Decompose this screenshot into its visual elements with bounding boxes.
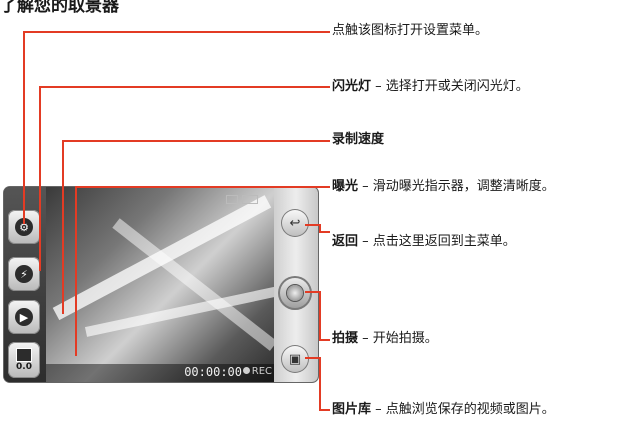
gallery-icon: ▣ [288, 351, 302, 367]
flash-button[interactable]: ⚡ [8, 257, 40, 291]
callout-back: 返回 – 点击这里返回到主菜单。 [332, 234, 516, 249]
callout-recording-speed: 录制速度 [332, 132, 385, 147]
record-icon [287, 285, 303, 301]
right-toolbar: ↩ ▣ [274, 187, 318, 382]
flash-icon: ⚡ [15, 265, 33, 283]
exposure-button[interactable]: 0.0 [8, 342, 40, 378]
back-button[interactable]: ↩ [281, 209, 309, 237]
recording-speed-button[interactable]: ▶ [8, 300, 40, 334]
gallery-button[interactable]: ▣ [281, 345, 309, 373]
back-arrow-icon: ↩ [289, 215, 301, 231]
camera-preview [46, 187, 303, 382]
recording-status-bar: 00:00:00 REC [46, 364, 276, 382]
callout-flash: 闪光灯 – 选择打开或关闭闪光灯。 [332, 79, 529, 94]
exposure-icon [16, 348, 32, 362]
memory-card-icon [226, 195, 238, 204]
callout-capture: 拍摄 – 开始拍摄。 [332, 331, 438, 346]
rec-indicator: REC [242, 366, 272, 377]
page-title: 了解您的取景器 [0, 0, 119, 16]
gear-icon: ⚙ [15, 218, 33, 236]
exposure-value: 0.0 [16, 362, 32, 372]
callout-settings: 点触该图标打开设置菜单。 [332, 23, 489, 38]
callout-gallery: 图片库 – 点触浏览保存的视频或图片。 [332, 402, 555, 417]
callout-exposure: 曝光 – 滑动曝光指示器，调整清晰度。 [332, 179, 555, 194]
rec-dot-icon [242, 367, 250, 374]
recording-timer: 00:00:00 [184, 365, 242, 379]
play-circle-icon: ▶ [15, 308, 33, 326]
battery-icon [242, 195, 258, 204]
